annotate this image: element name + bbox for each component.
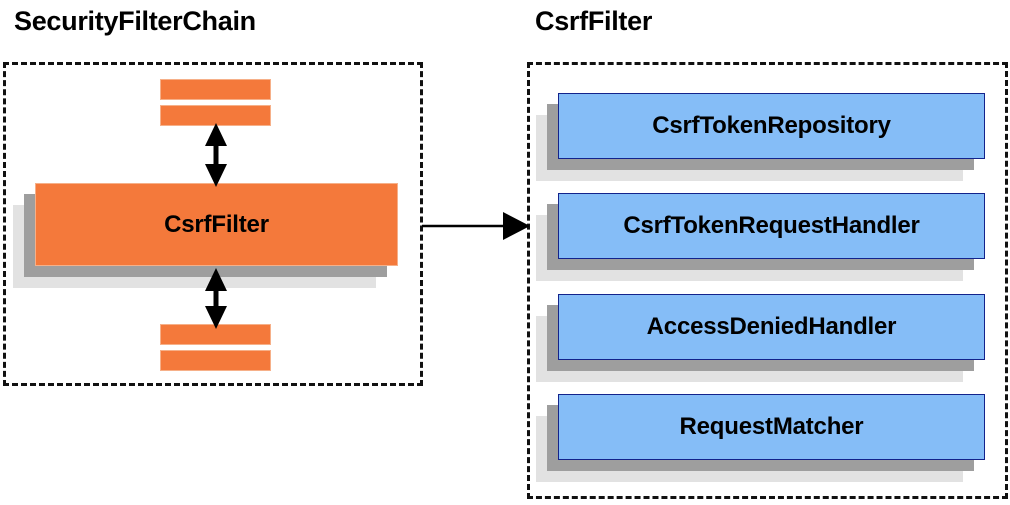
arrow-expand-detail <box>422 212 530 240</box>
node-face: CsrfFilter <box>35 183 398 266</box>
node-request-matcher[interactable]: RequestMatcher <box>536 394 985 482</box>
node-label-csrf-token-request-handler: CsrfTokenRequestHandler <box>623 212 920 239</box>
filter-bar-bottom-first <box>160 324 271 345</box>
node-csrf-token-request-handler[interactable]: CsrfTokenRequestHandler <box>536 193 985 281</box>
node-label-csrf-token-repository: CsrfTokenRepository <box>652 112 891 139</box>
group-box-csrf-filter <box>527 62 1008 499</box>
node-label-access-denied-handler: AccessDeniedHandler <box>646 313 897 340</box>
node-face: AccessDeniedHandler <box>558 294 985 360</box>
filter-bar-top-first <box>160 79 271 100</box>
node-access-denied-handler[interactable]: AccessDeniedHandler <box>536 294 985 382</box>
node-label-request-matcher: RequestMatcher <box>679 413 864 440</box>
filter-bar-bottom-second <box>160 350 271 371</box>
node-csrf-filter[interactable]: CsrfFilter <box>13 183 398 288</box>
node-face: CsrfTokenRepository <box>558 93 985 159</box>
panel-title-security-filter-chain: SecurityFilterChain <box>14 6 256 36</box>
filter-bar-top-second <box>160 105 271 126</box>
group-box-security-filter-chain <box>3 62 423 386</box>
node-csrf-token-repository[interactable]: CsrfTokenRepository <box>536 93 985 181</box>
node-face: RequestMatcher <box>558 394 985 460</box>
node-label-csrf-filter: CsrfFilter <box>164 210 269 238</box>
node-face: CsrfTokenRequestHandler <box>558 193 985 259</box>
panel-title-csrf-filter: CsrfFilter <box>535 6 653 36</box>
